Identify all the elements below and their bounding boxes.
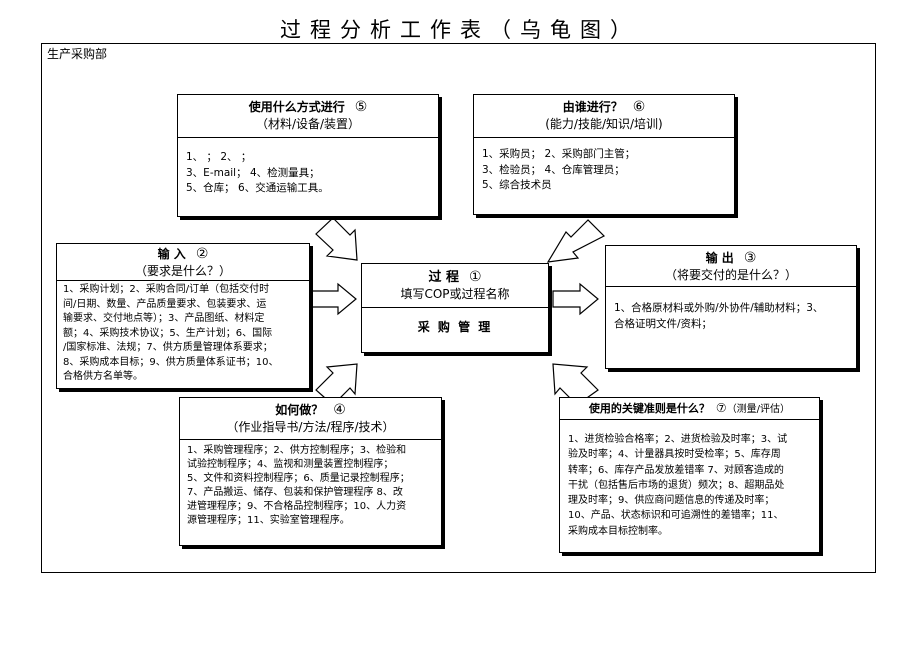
input-number: ②: [195, 246, 209, 262]
input-line: /国家标准、法规；7、供方质量管理体系要求；: [63, 342, 273, 353]
with-what-label: 使用什么方式进行: [248, 100, 345, 114]
arrow-input-to-process: [311, 282, 357, 316]
with-who-line: 5、综合技术员: [482, 179, 552, 191]
output-header: 输 出 ③ （将要交付的是什么？）: [606, 246, 856, 287]
how-label: 如何做？: [275, 403, 324, 417]
how-line: 试验控制程序；4、监视和测量装置控制程序；: [187, 459, 394, 470]
criteria-box: 使用的关键准则是什么？ ⑦（测量/评估） 1、进货检验合格率；2、进货检验及时率；…: [559, 397, 820, 553]
process-box: 过 程 ① 填写COP或过程名称 采 购 管 理: [361, 263, 549, 353]
how-subtitle: （作业指导书/方法/程序/技术）: [226, 420, 395, 434]
process-subtitle: 填写COP或过程名称: [400, 287, 510, 301]
with-who-number: ⑥: [632, 99, 646, 115]
with-who-box: 由谁进行？ ⑥ (能力/技能/知识/培训) 1、采购员； 2、采购部门主管； 3、…: [473, 94, 735, 215]
process-name: 采 购 管 理: [417, 320, 493, 334]
criteria-label: 使用的关键准则是什么？: [588, 402, 710, 415]
with-who-line: 3、检验员； 4、仓库管理员；: [482, 163, 625, 176]
how-header: 如何做？ ④ （作业指导书/方法/程序/技术）: [180, 398, 441, 440]
process-label: 过 程: [428, 270, 459, 285]
how-line: 进管理程序；9、不合格品控制程序；10、人力资: [187, 501, 407, 512]
criteria-number: ⑦: [715, 401, 727, 415]
output-line: 合格证明文件/资料；: [614, 317, 713, 330]
criteria-line: 干扰（包括售后市场的退货）频次；8、超期品处: [568, 479, 785, 491]
input-line: 额；4、采购技术协议；5、生产计划；6、国际: [63, 327, 273, 339]
input-line: 间/日期、数量、产品质量要求、包装要求、运: [63, 298, 267, 310]
page-title: 过程分析工作表（乌龟图）: [280, 18, 640, 42]
criteria-line: 10、产品、状态标识和可追溯性的差错率；11、: [568, 510, 784, 522]
with-who-line: 1、采购员； 2、采购部门主管；: [482, 148, 636, 160]
arrow-people-to-process: [546, 219, 606, 263]
with-what-number: ⑤: [354, 99, 368, 115]
criteria-line: 1、进货检验合格率；2、进货检验及时率；3、试: [568, 434, 788, 445]
with-what-box: 使用什么方式进行 ⑤ （材料/设备/装置） 1、 ； 2、 ； 3、E-mail；…: [177, 94, 439, 217]
how-line: 7、产品搬运、储存、包装和保护管理程序 8、改: [187, 487, 403, 498]
with-what-line: 1、 ； 2、 ；: [186, 151, 252, 163]
with-what-header: 使用什么方式进行 ⑤ （材料/设备/装置）: [178, 95, 438, 138]
worksheet-frame: [41, 43, 876, 573]
with-what-line: 5、仓库； 6、交通运输工具。: [186, 182, 329, 194]
process-number: ①: [468, 269, 482, 285]
how-line: 5、文件和资料控制程序；6、质量记录控制程序；: [187, 473, 410, 484]
output-subtitle: （将要交付的是什么？）: [664, 268, 797, 282]
with-who-subtitle: (能力/技能/知识/培训): [545, 117, 663, 131]
criteria-line: 采购成本目标控制率。: [568, 525, 668, 537]
input-label: 输 入: [157, 247, 186, 261]
arrow-resources-to-process: [315, 217, 358, 261]
input-line: 8、采购成本目标；9、供方质量体系证书；10、: [63, 356, 279, 368]
input-box: 输 入 ② （要求是什么？） 1、采购计划；2、采购合同/订单（包括交付时 间/日…: [56, 243, 310, 389]
output-label: 输 出: [705, 251, 734, 265]
input-line: 合格供方名单等。: [63, 371, 143, 382]
with-what-subtitle: （材料/设备/装置）: [255, 117, 361, 131]
how-line: 1、采购管理程序；2、供方控制程序；3、检验和: [187, 445, 407, 456]
output-line: 1、合格原材料或外购/外协件/辅助材料；3、: [614, 302, 824, 314]
criteria-header: 使用的关键准则是什么？ ⑦（测量/评估）: [560, 398, 819, 420]
input-header: 输 入 ② （要求是什么？）: [57, 244, 309, 281]
criteria-line: 验及时率；4、计量器具按时受检率；5、库存周: [568, 449, 781, 461]
input-subtitle: （要求是什么？）: [134, 264, 231, 278]
how-line: 源管理程序；11、实验室管理程序。: [187, 515, 350, 526]
criteria-subtitle: （测量/评估）: [726, 404, 791, 415]
output-number: ③: [743, 250, 757, 266]
arrow-process-to-output: [552, 282, 599, 316]
input-line: 1、采购计划；2、采购合同/订单（包括交付时: [63, 284, 270, 295]
input-line: 输要求、交付地点等）；3、产品图纸、材料定: [63, 313, 265, 324]
department-label: 生产采购部: [47, 47, 108, 61]
with-who-header: 由谁进行？ ⑥ (能力/技能/知识/培训): [474, 95, 734, 138]
how-box: 如何做？ ④ （作业指导书/方法/程序/技术） 1、采购管理程序；2、供方控制程序…: [179, 397, 442, 546]
with-who-label: 由谁进行？: [562, 100, 623, 114]
process-header: 过 程 ① 填写COP或过程名称: [362, 264, 548, 308]
how-number: ④: [333, 402, 346, 418]
criteria-line: 理及时率；9、供应商问题信息的传递及时率；: [568, 495, 775, 507]
criteria-line: 转率；6、库存产品发放差错率 7、对顾客造成的: [568, 464, 784, 476]
with-what-line: 3、E-mail； 4、检测量具；: [186, 166, 320, 179]
